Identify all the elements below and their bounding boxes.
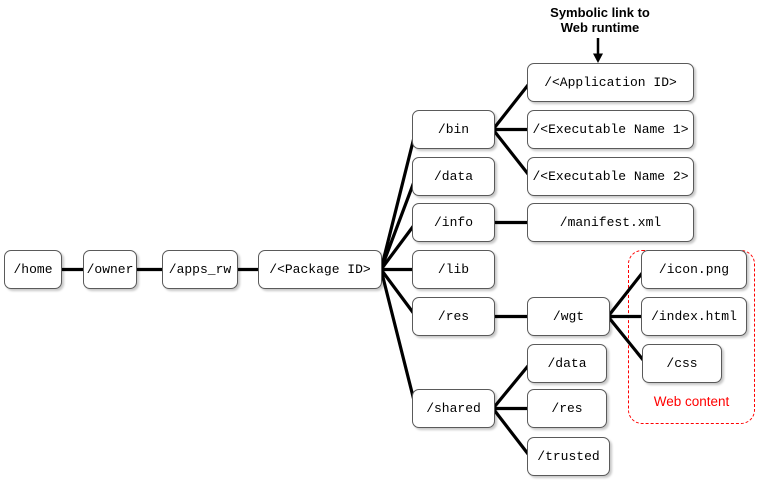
- node-owner: /owner: [83, 250, 137, 289]
- node-bin: /bin: [412, 110, 495, 149]
- node-index-html: /index.html: [641, 297, 747, 336]
- node-res: /res: [412, 297, 495, 336]
- node-data: /data: [412, 157, 495, 196]
- node-executable-name-1: /<Executable Name 1>: [527, 110, 694, 149]
- web-content-label: Web content: [653, 394, 730, 409]
- node-shared-res: /res: [527, 389, 607, 428]
- node-executable-name-2: /<Executable Name 2>: [527, 157, 694, 196]
- node-shared-data: /data: [527, 344, 607, 383]
- node-home: /home: [4, 250, 62, 289]
- node-apps-rw: /apps_rw: [162, 250, 238, 289]
- node-icon-png: /icon.png: [641, 250, 747, 289]
- node-wgt: /wgt: [527, 297, 610, 336]
- node-lib: /lib: [412, 250, 495, 289]
- node-info: /info: [412, 203, 495, 242]
- node-application-id: /<Application ID>: [527, 63, 694, 102]
- node-css: /css: [642, 344, 722, 383]
- node-shared: /shared: [412, 389, 495, 428]
- arrow-down-icon: [593, 38, 603, 63]
- symbolic-link-annotation: Symbolic link to Web runtime: [520, 5, 680, 35]
- annotation-line-1: Symbolic link to: [550, 5, 650, 20]
- annotation-line-2: Web runtime: [560, 20, 640, 35]
- node-manifest-xml: /manifest.xml: [527, 203, 694, 242]
- node-package-id: /<Package ID>: [258, 250, 382, 289]
- tree-connectors: [59, 80, 648, 459]
- node-shared-trusted: /trusted: [527, 437, 610, 476]
